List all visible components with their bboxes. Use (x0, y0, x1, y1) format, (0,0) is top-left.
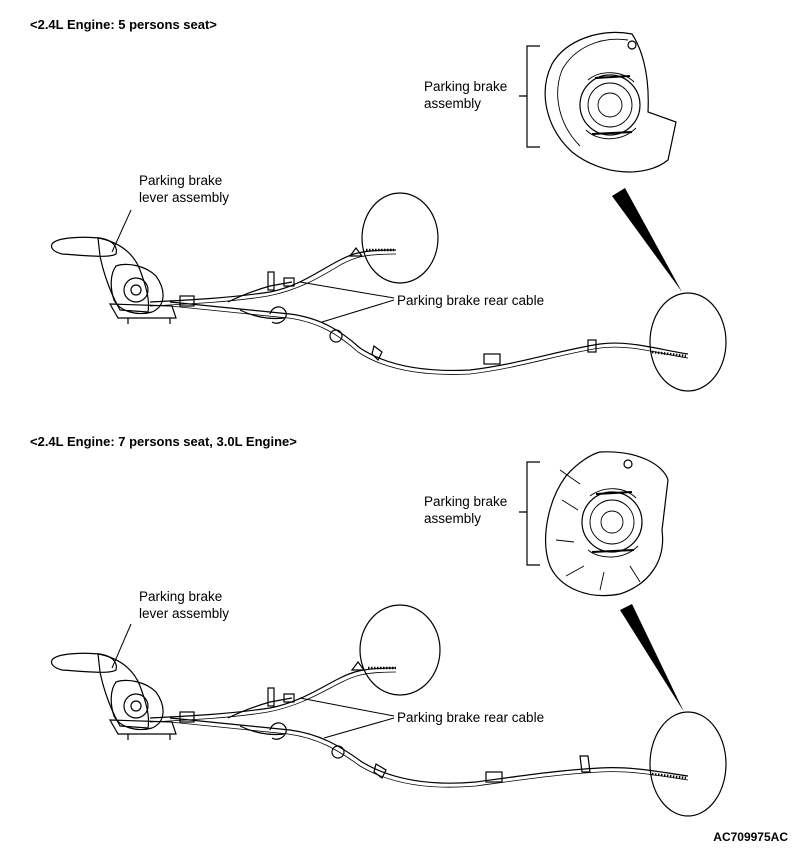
diagram-2-brake-assembly-label: Parking brake assembly (424, 494, 508, 526)
diagram-1-cables (149, 247, 689, 375)
diagram-2-pointer-wedge (620, 604, 684, 712)
diagram-1-artwork (50, 31, 727, 392)
diagram-1-heading: <2.4L Engine: 5 persons seat> (30, 17, 217, 32)
diagram-1-lever-drawing (50, 236, 177, 324)
diagram-2-assembly-bracket (519, 461, 540, 566)
diagram-2-brake-assembly-drawing (545, 451, 669, 597)
diagram-1-lever-assembly-label: Parking brake lever assembly (139, 173, 230, 205)
diagram-2-detail-circle-upper (359, 604, 441, 696)
diagram-1-pointer-wedge (612, 188, 682, 292)
diagram-2-lever-drawing (50, 652, 177, 740)
diagram-1-detail-circle-lower (649, 292, 727, 392)
diagram-2-detail-circle-lower (649, 711, 727, 817)
diagram-1-rear-cable-label: Parking brake rear cable (397, 293, 545, 308)
diagram-1-brake-assembly-label: Parking brake assembly (424, 79, 508, 111)
diagram-2-artwork (50, 451, 727, 817)
diagram-2-rear-cable-label: Parking brake rear cable (397, 710, 545, 725)
diagram-1-assembly-bracket (519, 45, 540, 148)
diagram-1-brake-assembly-drawing (544, 31, 677, 173)
diagram-2-lever-assembly-label: Parking brake lever assembly (139, 589, 230, 621)
diagram-2-cables (149, 661, 689, 788)
figure-code: AC709975AC (713, 830, 788, 844)
diagram-1-detail-circle-upper (361, 192, 439, 284)
diagram-2-heading: <2.4L Engine: 7 persons seat, 3.0L Engin… (30, 434, 297, 449)
